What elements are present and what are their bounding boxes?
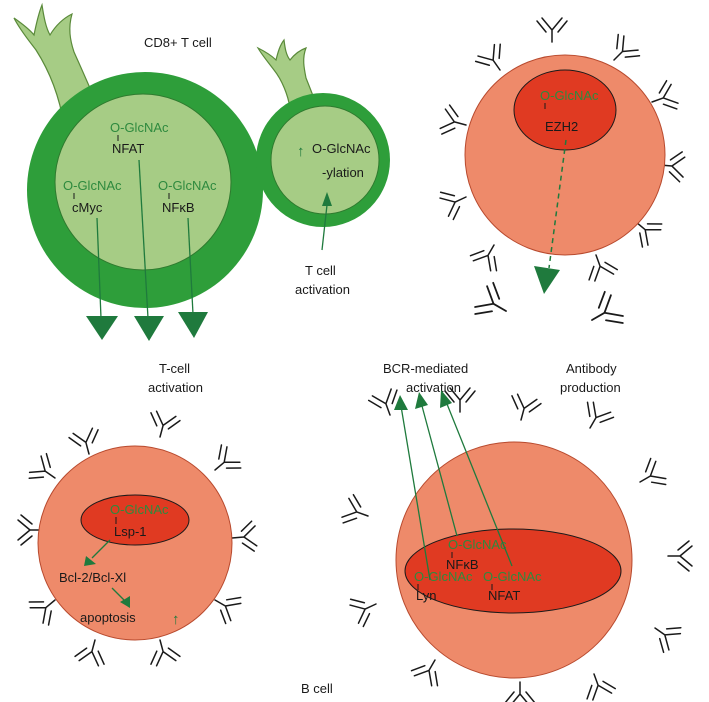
ezh2-b-cell: O-GlcNAc EZH2 [437, 17, 686, 337]
bcell-title: B cell [301, 681, 333, 696]
arrow-head-nfat [440, 390, 452, 408]
apoptosis-label: apoptosis [80, 610, 136, 625]
lsp1-b-cell: O-GlcNAc Lsp-1 Bcl-2/Bcl-Xl apoptosis ↑ [17, 409, 258, 668]
bcr-line2: activation [406, 380, 461, 395]
cd8-nfkb-label: NFκB [162, 200, 195, 215]
arrow-head-small [322, 192, 332, 206]
bcr-nfat-label: NFAT [488, 588, 520, 603]
t-activation-line1: T cell [305, 263, 336, 278]
arrow-head-lsp1 [84, 556, 96, 566]
lsp1-nucleus [80, 494, 190, 546]
bcr-glcnac-lyn: O-GlcNAc [414, 569, 473, 584]
bcr-lyn-label: Lyn [416, 588, 436, 603]
antibody-line1: Antibody [566, 361, 617, 376]
cd8-title: CD8+ T cell [144, 35, 212, 50]
ezh2-nucleus [513, 69, 617, 151]
bcl-label: Bcl-2/Bcl-Xl [59, 570, 126, 585]
tcell-activation-line1: T-cell [159, 361, 190, 376]
cd8-glcnac-cmyc: O-GlcNAc [63, 178, 122, 193]
lsp1-glcnac: O-GlcNAc [110, 502, 169, 517]
bcr-nucleus [404, 528, 622, 614]
arrow-head-bcl [120, 596, 130, 608]
small-cytoplasm [270, 105, 380, 215]
cd8-nfat-label: NFAT [112, 141, 144, 156]
arrow-head-nfkb [178, 312, 208, 338]
small-dendrite-process-icon [256, 38, 317, 109]
small-glcnac-line2: -ylation [322, 165, 364, 180]
arrow-head-lyn [394, 395, 408, 410]
cd8-cytoplasm [54, 93, 232, 271]
cd8-t-cell: O-GlcNAc NFAT O-GlcNAc cMyc O-GlcNAc NFκ… [13, 2, 263, 341]
apoptosis-up-arrow: ↑ [172, 611, 180, 628]
bcr-line1: BCR-mediated [383, 361, 468, 376]
small-up-arrow: ↑ [297, 143, 305, 160]
ezh2-label: EZH2 [545, 119, 578, 134]
arrow-head-ezh2 [534, 266, 560, 294]
small-t-cell: ↑ O-GlcNAc -ylation [256, 38, 390, 251]
bcr-nfkb-label: NFκB [446, 557, 479, 572]
bcr-b-cell: O-GlcNAc NFκB O-GlcNAc Lyn O-GlcNAc NFAT [339, 386, 693, 702]
free-antibody-icon [471, 280, 627, 337]
tcell-activation-line2: activation [148, 380, 203, 395]
ezh2-glcnac: O-GlcNAc [540, 88, 599, 103]
bcr-glcnac-nfat: O-GlcNAc [483, 569, 542, 584]
lsp1-label: Lsp-1 [114, 524, 147, 539]
cd8-glcnac-nfkb: O-GlcNAc [158, 178, 217, 193]
bcr-glcnac-nfkb: O-GlcNAc [448, 537, 507, 552]
antibody-line2: production [560, 380, 621, 395]
t-activation-line2: activation [295, 282, 350, 297]
arrow-head-cmyc [86, 316, 118, 340]
cd8-glcnac-nfat: O-GlcNAc [110, 120, 169, 135]
arrow-head-nfat [134, 316, 164, 341]
arrow-head-nfkb [415, 392, 428, 409]
cd8-cmyc-label: cMyc [72, 200, 103, 215]
small-glcnac-line1: O-GlcNAc [312, 141, 371, 156]
